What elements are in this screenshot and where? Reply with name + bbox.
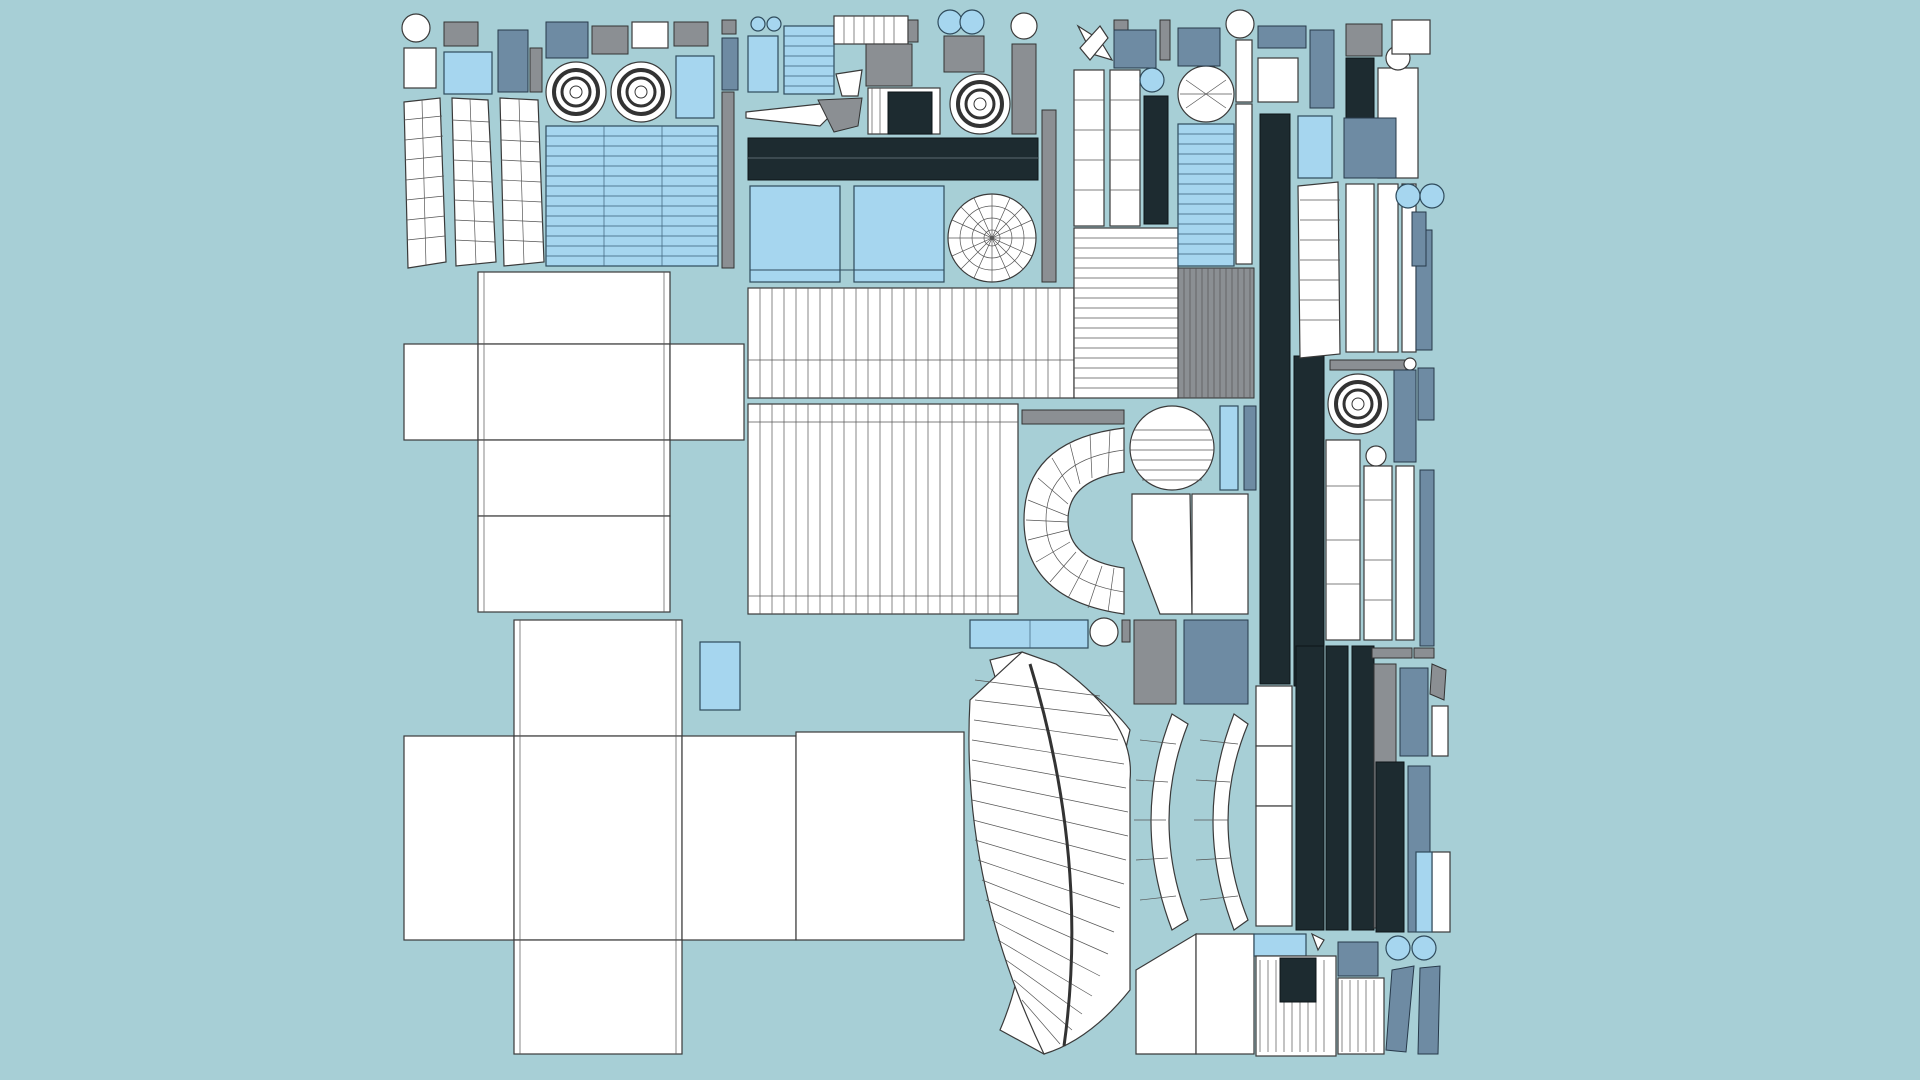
uv-island-thin-strip [1011, 43, 1037, 135]
uv-island-small [631, 21, 669, 49]
uv-island-bottom-right [1253, 932, 1441, 1057]
uv-island-curved-strips [403, 97, 545, 269]
uv-island-small [403, 47, 437, 89]
uv-island-curved-arc-medium [1134, 713, 1249, 931]
uv-island-small [443, 21, 479, 47]
uv-island-small [529, 47, 543, 93]
uv-island-disc [959, 9, 985, 35]
uv-island-right-ring [1327, 357, 1417, 435]
uv-island-angled-panel [1135, 932, 1255, 1055]
uv-island-blue-striped-block [545, 125, 719, 267]
uv-island-group-top-center [745, 15, 941, 135]
uv-island-ring [949, 73, 1011, 135]
uv-island-small-blue [699, 641, 741, 711]
uv-island-ring [545, 61, 607, 123]
uv-island-semicircle [1023, 427, 1125, 615]
uv-island-right-lower-strips [1325, 367, 1451, 933]
uv-island-dark-bar [747, 137, 1039, 181]
uv-island-thin-strip [721, 91, 735, 269]
uv-island-curved-arc-large [968, 651, 1132, 1055]
uv-island-group-top-left [401, 13, 715, 123]
uv-island-box-foldout-upper [403, 271, 745, 613]
uv-island-right-strips [1257, 19, 1445, 359]
uv-island-striped-panel [747, 287, 1075, 399]
uv-island-gray-strip [1021, 409, 1125, 425]
uv-island-ring [610, 61, 672, 123]
uv-island-small [721, 37, 739, 91]
uv-island-gray-striped-square [1177, 267, 1255, 399]
uv-island-small [673, 21, 709, 47]
uv-island-dark-long-bar [1259, 113, 1375, 931]
uv-island-thin-strip [1041, 109, 1057, 283]
uv-island-small [545, 21, 589, 59]
uv-island-blue-strips [1219, 405, 1257, 491]
uv-island-striped-square [1073, 227, 1179, 399]
uv-island-small [591, 25, 629, 55]
uv-island-blue-cushion-pair [749, 185, 945, 283]
uv-island-small [443, 51, 493, 95]
uv-island-small [943, 35, 985, 73]
uv-island-vertical-strips [1073, 9, 1255, 267]
uv-island-small [497, 29, 529, 93]
uv-island-right-column-white [1255, 685, 1293, 927]
uv-island-small [675, 55, 715, 119]
uv-island-striped-panel [747, 403, 1019, 615]
uv-island-box-foldout-lower [403, 619, 965, 1055]
uv-island-disc [1010, 12, 1038, 40]
uv-island-angled-panel [1131, 493, 1249, 615]
uv-island-disc [937, 9, 963, 35]
uv-island-disc [401, 13, 431, 43]
uv-island-spoked-disc [947, 193, 1037, 283]
uv-island-mid-strips [969, 617, 1249, 705]
uv-island-disc-striped [1129, 405, 1215, 491]
uv-island-small [721, 19, 737, 35]
